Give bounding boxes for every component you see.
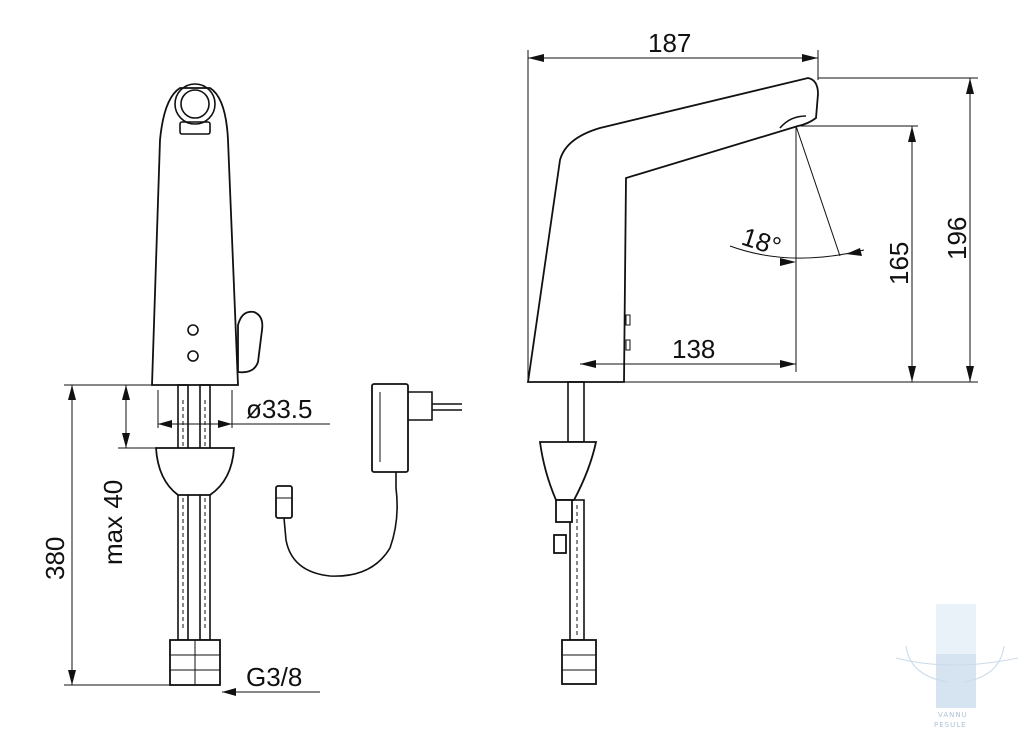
adapter-cable [283, 472, 398, 577]
dim-196-label: 196 [942, 217, 972, 260]
adapter-connector [275, 485, 293, 519]
watermark-text-1: VANNU [938, 711, 968, 719]
side-dimensions: 187 196 165 138 18° [527, 28, 978, 383]
front-faucet-body [151, 87, 239, 386]
side-faucet-body [526, 77, 819, 383]
sensor-dot-lower [187, 350, 199, 362]
dim-max40-label: max 40 [98, 480, 128, 565]
sensor-dot-upper [187, 324, 199, 336]
side-hose-upper [567, 381, 585, 443]
side-bottom-fitting [561, 639, 597, 685]
front-outlet-ring [174, 83, 216, 125]
watermark-logo: VANNU PESULE [895, 604, 1019, 729]
dim-thread-label: G3/8 [246, 662, 302, 692]
adapter-housing [371, 383, 409, 473]
watermark-text-2: PESULE [934, 721, 967, 729]
dim-138-label: 138 [672, 334, 715, 364]
side-view [526, 77, 819, 685]
power-adapter [275, 383, 462, 577]
side-bracket-stem [555, 499, 573, 523]
front-outlet-inner [180, 89, 210, 119]
dim-187-label: 187 [648, 28, 691, 58]
front-dimensions: 380 max 40 ø33.5 G3/8 [40, 384, 330, 696]
dim-380-label: 380 [40, 537, 70, 580]
side-aerator [779, 115, 807, 129]
dim-diameter-label: ø33.5 [246, 394, 313, 424]
dim-165-label: 165 [884, 242, 914, 285]
front-side-lever [237, 310, 264, 374]
front-aerator [179, 121, 211, 135]
front-view [151, 83, 264, 686]
side-valve [553, 534, 567, 554]
side-mounting-bracket [538, 441, 598, 501]
front-mounting-bracket [155, 447, 235, 496]
dim-angle-label: 18° [738, 221, 785, 262]
